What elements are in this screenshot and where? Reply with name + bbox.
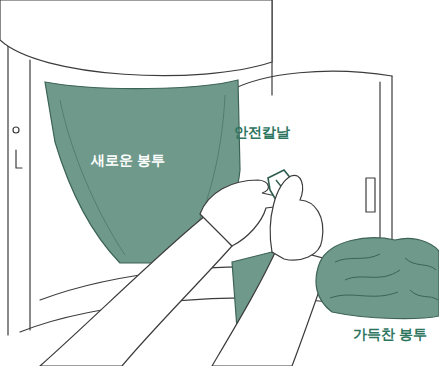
- lid: [0, 0, 272, 76]
- full-bag: [316, 238, 439, 319]
- right-sleeve: [212, 246, 330, 366]
- wall-slot: [366, 178, 375, 212]
- post-slot: [13, 127, 22, 168]
- container-rim: [228, 71, 392, 92]
- container-wall: [380, 76, 392, 262]
- part-label: 새로운 봉투: [91, 152, 166, 169]
- right-hand: [270, 175, 323, 260]
- part-label: 안전칼날: [234, 124, 290, 141]
- left-sleeve: [40, 216, 232, 366]
- frame-post: [8, 30, 30, 335]
- part-label: 가득찬 봉투: [353, 326, 428, 343]
- bag-wrinkles: [330, 254, 438, 300]
